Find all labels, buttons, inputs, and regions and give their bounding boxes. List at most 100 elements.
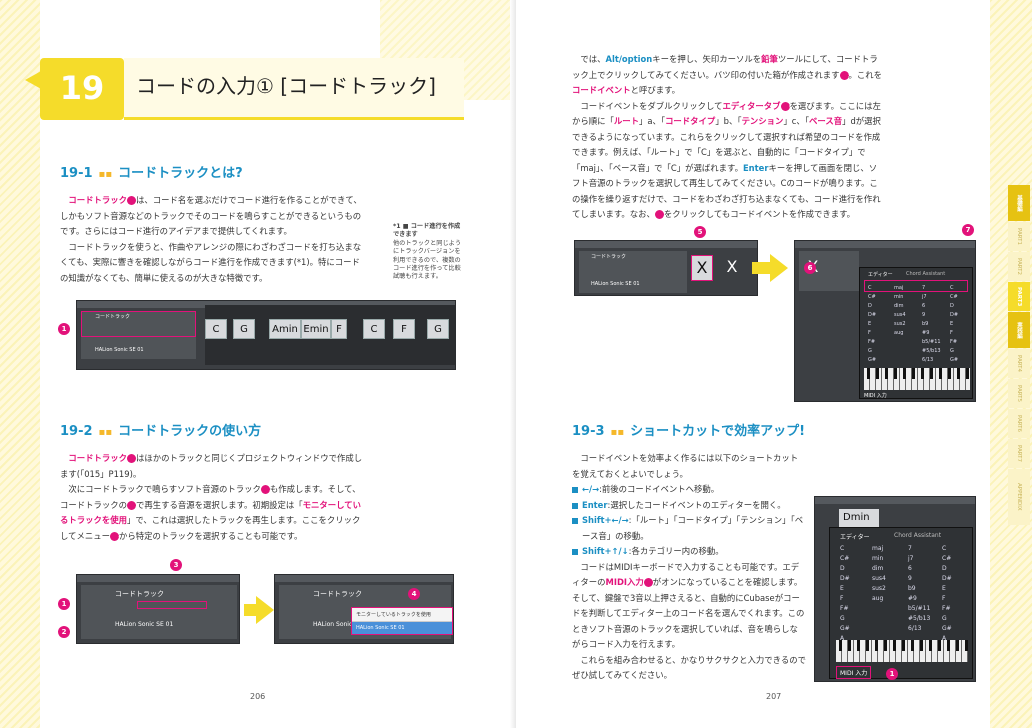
tab-appendix[interactable]: APPENDIX <box>1008 469 1030 525</box>
chord-option[interactable]: D <box>942 565 947 572</box>
tab-part6[interactable]: PART6 <box>1008 409 1030 438</box>
type-list[interactable]: maj min dim sus4 sus2 aug <box>872 544 886 604</box>
chord-option[interactable]: F# <box>942 605 951 612</box>
tab-part5[interactable]: PART5 <box>1008 379 1030 408</box>
chord-event[interactable]: Dmin <box>839 509 879 527</box>
chord-option[interactable]: G# <box>840 625 850 632</box>
chord-option[interactable]: maj <box>872 545 884 552</box>
chord-option[interactable]: 6/13 <box>922 357 934 363</box>
menu-item-monitor[interactable]: モニターしているトラックを使用 <box>352 608 452 622</box>
chord-option[interactable]: j7 <box>908 555 914 562</box>
chord-option[interactable]: C <box>840 545 845 552</box>
chord-option[interactable]: E <box>942 585 946 592</box>
chord-option[interactable]: 7 <box>908 545 912 552</box>
chord-option[interactable]: G# <box>868 357 877 363</box>
chord-option[interactable]: sus2 <box>872 585 886 592</box>
chord-option[interactable]: G# <box>950 357 959 363</box>
chord-option[interactable]: G# <box>942 625 952 632</box>
chord-option[interactable]: E <box>868 321 872 327</box>
tab-practice[interactable]: 実践編 <box>1008 312 1030 348</box>
chord-option[interactable]: G <box>868 348 872 354</box>
chord-option[interactable]: C# <box>868 294 876 300</box>
tab-part4[interactable]: PART4 <box>1008 349 1030 378</box>
tab-basics[interactable]: 基礎編 <box>1008 185 1030 221</box>
chord-option[interactable]: #5/b13 <box>922 348 941 354</box>
chord-option[interactable]: sus4 <box>894 312 906 318</box>
tension-list[interactable]: 7 j7 6 9 b9 #9 b5/#11 #5/b13 6/13 <box>908 544 930 634</box>
chord-option[interactable]: C <box>942 545 947 552</box>
tab-part1[interactable]: PART1 <box>1008 222 1030 251</box>
chord-option[interactable]: aug <box>872 595 884 602</box>
chord-option[interactable]: G <box>840 615 845 622</box>
chord-option[interactable]: #9 <box>908 595 917 602</box>
chord-option[interactable]: F# <box>868 339 876 345</box>
chord-option[interactable]: D# <box>942 575 952 582</box>
chord-assistant-tab[interactable]: Chord Assistant <box>906 271 946 277</box>
chord-option[interactable]: G <box>942 615 947 622</box>
chord-option[interactable]: G <box>950 348 954 354</box>
chord-option[interactable]: b5/#11 <box>922 339 941 345</box>
chord-event[interactable]: G <box>427 319 449 339</box>
midi-input-button[interactable]: MIDI 入力 <box>864 393 887 399</box>
chord-option[interactable]: F <box>840 595 844 602</box>
chord-option[interactable]: F# <box>950 339 958 345</box>
chord-option[interactable]: 9 <box>922 312 926 318</box>
chord-option[interactable]: b9 <box>922 321 929 327</box>
chord-event[interactable]: Amin <box>269 319 301 339</box>
tab-part2[interactable]: PART2 <box>1008 252 1030 281</box>
chord-option[interactable]: dim <box>872 565 884 572</box>
piano-keyboard[interactable] <box>864 368 970 390</box>
chord-option[interactable]: maj <box>894 285 904 291</box>
chord-option[interactable]: sus4 <box>872 575 886 582</box>
track-select-menu[interactable]: モニターしているトラックを使用 HALion Sonic SE 01 <box>351 607 453 635</box>
chord-event-box[interactable]: X <box>691 255 713 281</box>
chord-option[interactable]: D <box>950 303 954 309</box>
chord-option[interactable]: F <box>942 595 946 602</box>
chord-option[interactable]: D# <box>950 312 959 318</box>
chord-event[interactable]: G <box>233 319 255 339</box>
chord-option[interactable]: C <box>868 285 872 291</box>
chord-option[interactable]: #5/b13 <box>908 615 931 622</box>
chord-option[interactable]: min <box>894 294 904 300</box>
chord-event[interactable]: F <box>331 319 347 339</box>
chord-option[interactable]: D# <box>868 312 877 318</box>
editor-tab[interactable]: エディター <box>840 534 870 541</box>
chord-option[interactable]: #9 <box>922 330 930 336</box>
chord-event[interactable]: Emin <box>301 319 331 339</box>
chord-event[interactable]: F <box>393 319 415 339</box>
chord-option[interactable]: C <box>950 285 954 291</box>
chord-option[interactable]: aug <box>894 330 904 336</box>
chord-option[interactable]: F <box>950 330 953 336</box>
chord-assistant-tab[interactable]: Chord Assistant <box>894 532 942 539</box>
type-list[interactable]: maj min dim sus4 sus2 aug <box>894 284 906 338</box>
editor-tab[interactable]: エディター <box>868 272 893 278</box>
chord-event[interactable]: C <box>363 319 385 339</box>
chord-option[interactable]: 7 <box>922 285 926 291</box>
chord-option[interactable]: A <box>840 635 845 642</box>
chord-option[interactable]: dim <box>894 303 904 309</box>
chord-option[interactable]: min <box>872 555 884 562</box>
chord-option[interactable]: D# <box>840 575 850 582</box>
chord-option[interactable]: 9 <box>908 575 912 582</box>
chord-option[interactable]: 6 <box>908 565 912 572</box>
chord-option[interactable]: D <box>868 303 872 309</box>
tab-part7[interactable]: PART7 <box>1008 439 1030 468</box>
chord-option[interactable]: F <box>868 330 871 336</box>
chord-event[interactable]: C <box>205 319 227 339</box>
chord-option[interactable]: C# <box>840 555 850 562</box>
chord-option[interactable]: E <box>950 321 954 327</box>
chord-option[interactable]: A <box>942 635 947 642</box>
chord-option[interactable]: b9 <box>908 585 916 592</box>
chord-option[interactable]: b5/#11 <box>908 605 931 612</box>
chord-option[interactable]: C# <box>950 294 958 300</box>
chord-option[interactable]: sus2 <box>894 321 906 327</box>
chord-option[interactable]: 6/13 <box>908 625 922 632</box>
tab-part3[interactable]: PART3 <box>1008 282 1030 311</box>
menu-item-instrument[interactable]: HALion Sonic SE 01 <box>352 622 452 634</box>
chord-option[interactable]: j7 <box>922 294 927 300</box>
